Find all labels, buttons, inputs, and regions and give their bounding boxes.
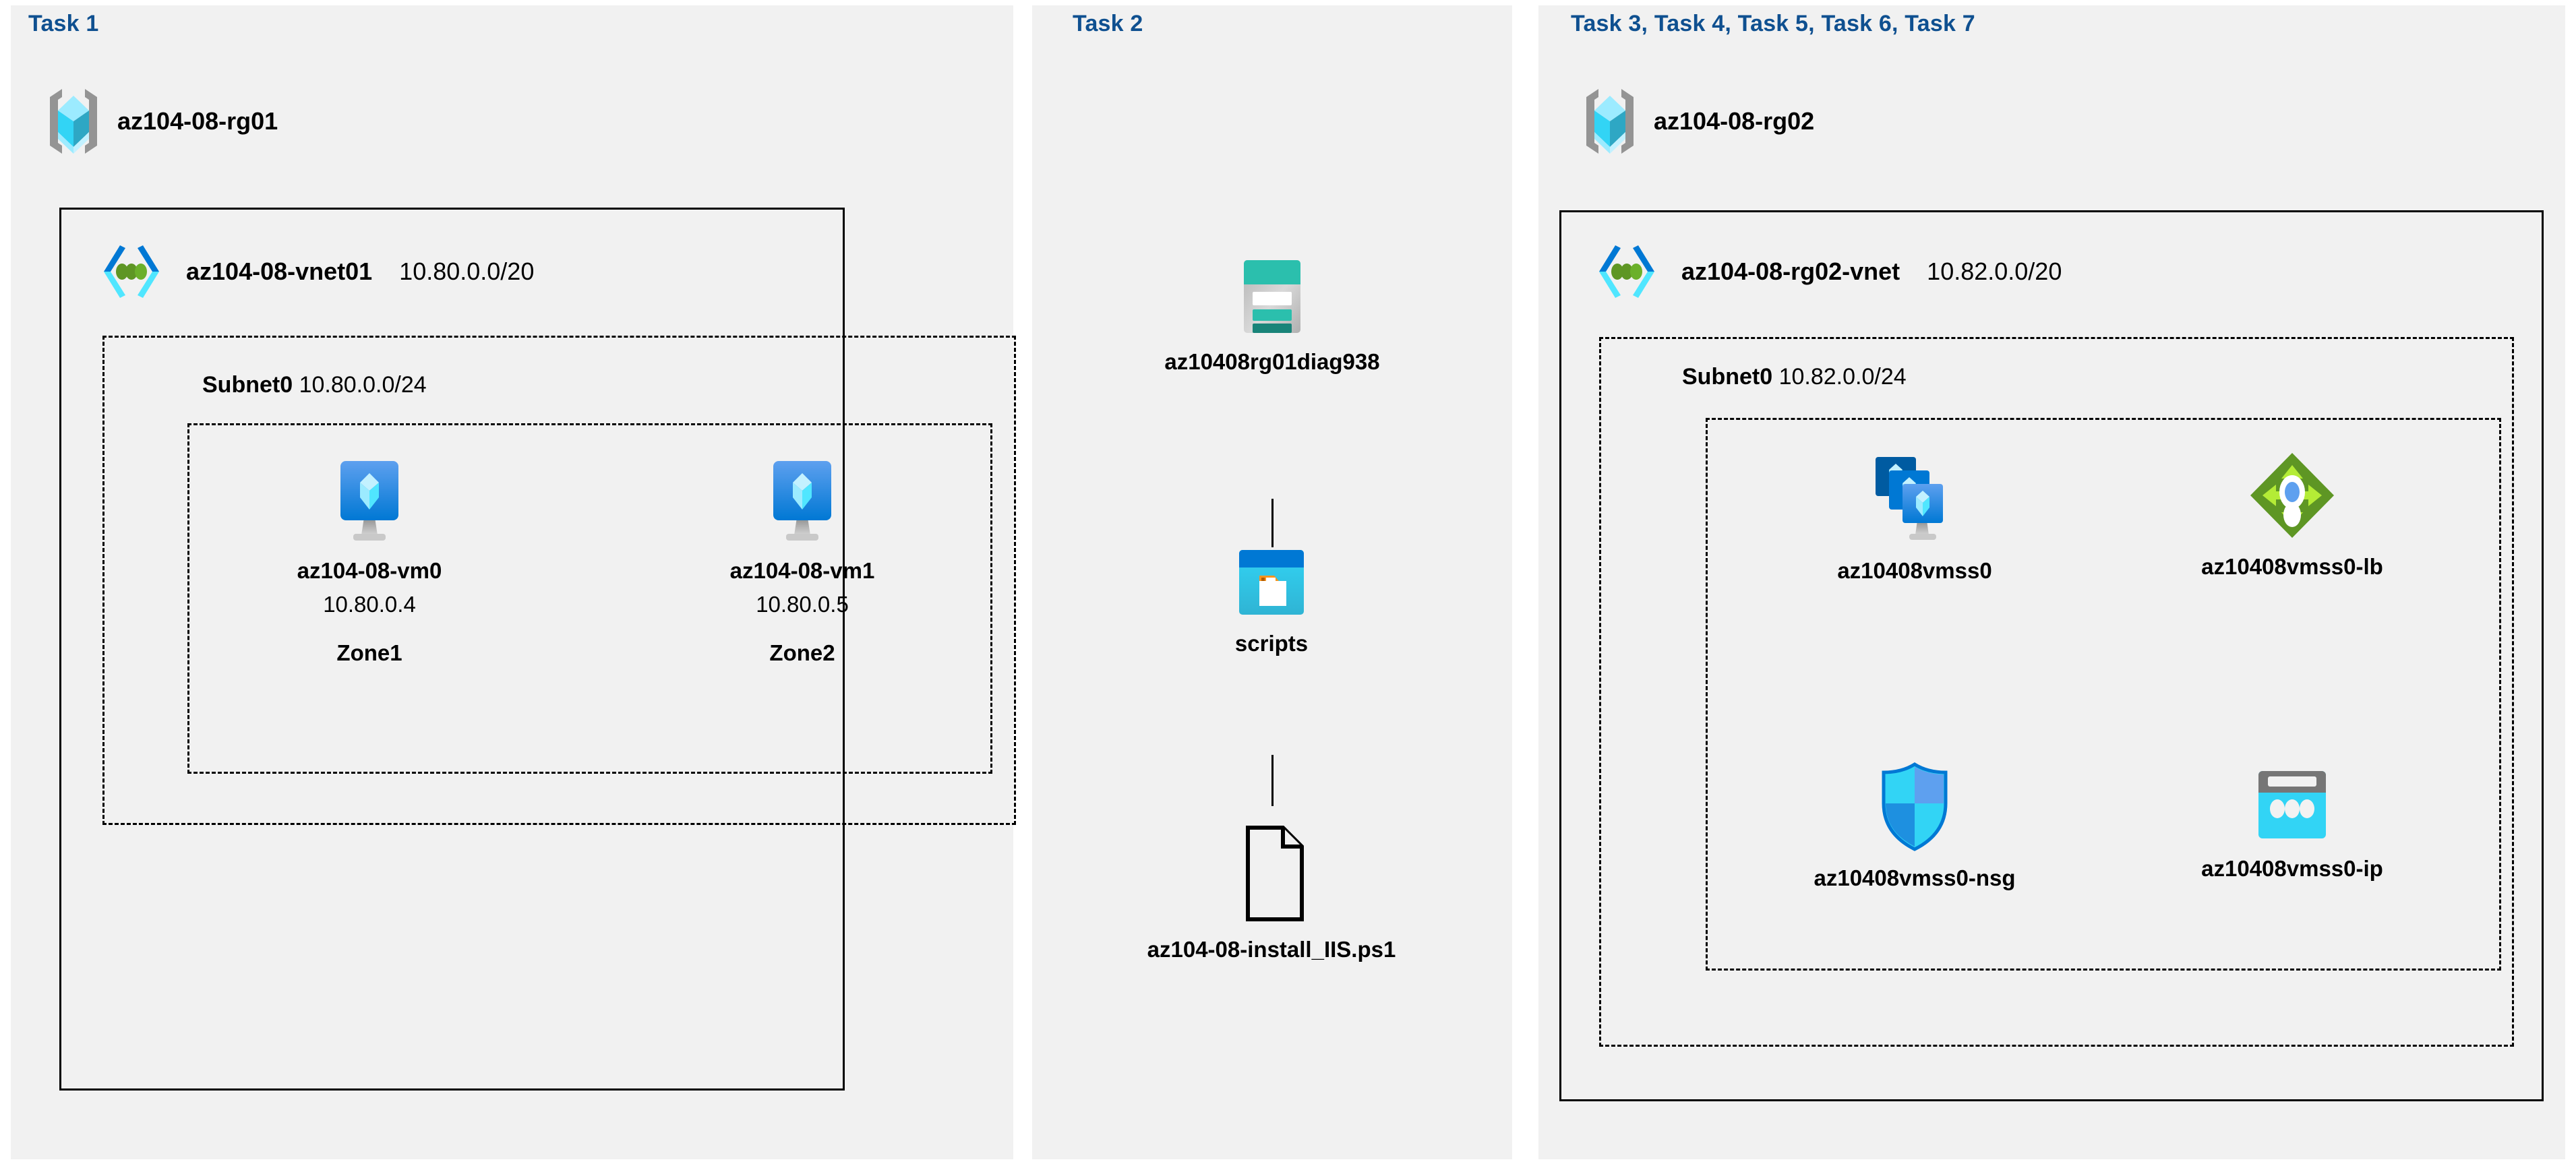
load-balancer-name: az10408vmss0-lb (2201, 554, 2383, 579)
vm-name: az104-08-vm0 (297, 558, 442, 583)
subnet0-cidr-task1: 10.80.0.0/24 (299, 372, 427, 398)
vm-zone: Zone1 (336, 640, 402, 665)
vmss-node[interactable]: az10408vmss0 (1773, 453, 2056, 584)
rg02-vnet-name: az104-08-rg02-vnet (1681, 257, 1900, 285)
resource-group-rg01: az104-08-rg01 (44, 86, 278, 156)
resource-group-name: az104-08-rg02 (1654, 107, 1815, 135)
vnet01-boundary (59, 208, 845, 1091)
vnet01-name: az104-08-vnet01 (186, 257, 373, 285)
task-1-label: Task 1 (28, 11, 99, 36)
network-security-group-icon (1877, 762, 1952, 852)
vm-ip: 10.80.0.4 (323, 592, 416, 617)
script-file-name: az104-08-install_IIS.ps1 (1147, 937, 1396, 962)
nsg-node[interactable]: az10408vmss0-nsg (1766, 762, 2063, 891)
storage-account-node[interactable]: az10408rg01diag938 (1146, 257, 1398, 375)
virtual-network-icon (1590, 241, 1664, 302)
vm-zone: Zone2 (769, 640, 835, 665)
vm-ip: 10.80.0.5 (756, 592, 849, 617)
subnet0-name-task3: Subnet0 (1682, 364, 1773, 390)
subnet0-name-task1: Subnet0 (202, 372, 293, 398)
vmss-name: az10408vmss0 (1837, 558, 1992, 583)
rg02-vnet-boundary (1559, 210, 2544, 1101)
panel-task3 (1538, 5, 2565, 1159)
task-3-7-label: Task 3, Task 4, Task 5, Task 6, Task 7 (1571, 11, 1975, 36)
file-document-icon (1230, 824, 1313, 923)
resource-group-rg02: az104-08-rg02 (1581, 86, 1814, 156)
blob-container-name: scripts (1234, 631, 1309, 656)
blob-container-icon (1236, 547, 1307, 617)
connector-container-to-file (1271, 755, 1274, 806)
subnet-resources-boundary (1706, 418, 2501, 971)
task-2-label: Task 2 (1073, 11, 1143, 36)
panel-task1 (11, 5, 1013, 1159)
public-ip-name: az10408vmss0-ip (2201, 856, 2383, 881)
vnet01-header: az104-08-vnet01 10.80.0.0/20 (94, 241, 534, 302)
script-file-node[interactable]: az104-08-install_IIS.ps1 (1103, 824, 1440, 962)
vnet01-cidr: 10.80.0.0/20 (399, 257, 535, 285)
virtual-machine-icon (763, 458, 841, 545)
vm-node-az104-08-vm1[interactable]: az104-08-vm1 10.80.0.5 Zone2 (701, 458, 903, 666)
resource-group-icon (44, 86, 102, 156)
storage-account-icon (1241, 257, 1303, 336)
load-balancer-icon (2248, 450, 2337, 541)
subnet0-boundary-task1 (102, 336, 1016, 825)
vm-scale-set-icon (1870, 453, 1959, 545)
virtual-network-icon (94, 241, 169, 302)
connector-storage-to-container (1271, 499, 1274, 547)
vm-name: az104-08-vm1 (729, 558, 875, 583)
subnet0-label-task3: Subnet0 10.82.0.0/24 (1682, 364, 1907, 390)
availability-zone-boundary (187, 423, 992, 774)
resource-group-name: az104-08-rg01 (117, 107, 278, 135)
blob-container-node[interactable]: scripts (1170, 547, 1373, 656)
storage-account-name: az10408rg01diag938 (1164, 349, 1380, 374)
public-ip-node[interactable]: az10408vmss0-ip (2144, 768, 2440, 882)
subnet0-boundary-task3 (1599, 337, 2514, 1047)
virtual-machine-icon (330, 458, 409, 545)
public-ip-address-icon (2253, 768, 2331, 842)
subnet0-cidr-task3: 10.82.0.0/24 (1778, 364, 1907, 390)
rg02-vnet-cidr: 10.82.0.0/20 (1927, 257, 2062, 285)
resource-group-icon (1581, 86, 1639, 156)
vm-node-az104-08-vm0[interactable]: az104-08-vm0 10.80.0.4 Zone1 (268, 458, 471, 666)
nsg-name: az10408vmss0-nsg (1814, 865, 2016, 890)
rg02-vnet-header: az104-08-rg02-vnet 10.82.0.0/20 (1590, 241, 2062, 302)
load-balancer-node[interactable]: az10408vmss0-lb (2151, 450, 2434, 580)
subnet0-label-task1: Subnet0 10.80.0.0/24 (202, 372, 427, 398)
